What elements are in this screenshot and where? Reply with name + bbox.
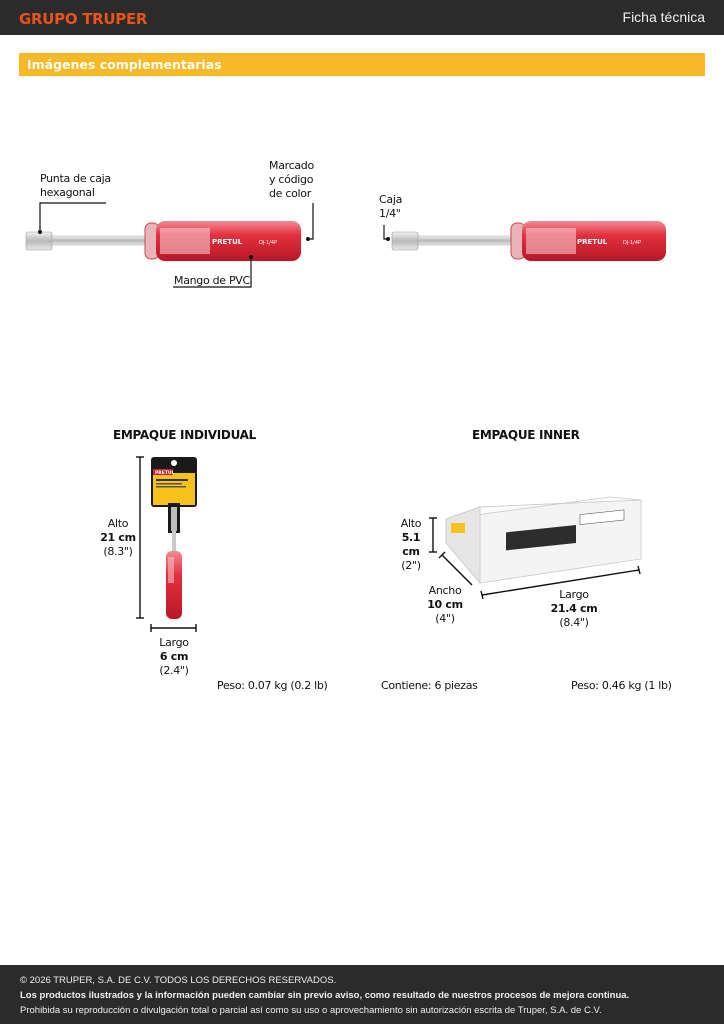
inner-length-label: Largo 21.4 cm (8.4") [550,588,598,629]
individual-height-label: Alto 21 cm (8.3") [100,517,136,558]
individual-length-label: Largo 6 cm (2.4") [159,636,189,677]
handle-code-text: DJ-1/4P [259,240,277,246]
footer: © 2026 TRUPER, S.A. DE C.V. TODOS LOS DE… [0,965,724,1024]
label-handle: Mango de PVC [174,274,250,287]
label-socket: Caja 1/4" [379,193,403,220]
inner-height-label: Alto 5.1 cm (2") [400,517,422,572]
screwdriver-annotated-image: PRETUL DJ-1/4P [25,202,314,288]
section-header: Imágenes complementarias [19,53,705,76]
section-title: Imágenes complementarias [27,57,222,72]
handle-brand-text: PRETUL [212,238,243,246]
footer-copyright: © 2026 TRUPER, S.A. DE C.V. TODOS LOS DE… [20,975,337,986]
individual-package-image: PRETUL [136,456,197,632]
inner-weight: Peso: 0.46 kg (1 lb) [571,679,672,692]
footer-notice: Los productos ilustrados y la informació… [20,990,630,1001]
label-hex-tip: Punta de caja hexagonal [40,172,111,199]
svg-text:PRETUL: PRETUL [155,470,175,476]
top-bar: GRUPO TRUPER Ficha técnica [0,0,724,35]
individual-weight: Peso: 0.07 kg (0.2 lb) [217,679,328,692]
inner-contents: Contiene: 6 piezas [381,679,478,692]
handle-code-text: DJ-1/4P [623,240,641,246]
inner-box-image [429,496,642,600]
inner-width-label: Ancho 10 cm (4") [427,584,463,625]
footer-prohibited: Prohibida su reproducción o divulgación … [20,1005,602,1016]
handle-brand-text: PRETUL [577,238,608,246]
document-type: Ficha técnica [622,9,705,25]
label-marking: Marcado y código de color [269,159,314,200]
screwdriver-image: PRETUL DJ-1/4P [383,221,666,261]
individual-heading: EMPAQUE INDIVIDUAL [113,428,256,442]
brand-logo: GRUPO TRUPER [19,10,148,28]
inner-heading: EMPAQUE INNER [472,428,580,442]
